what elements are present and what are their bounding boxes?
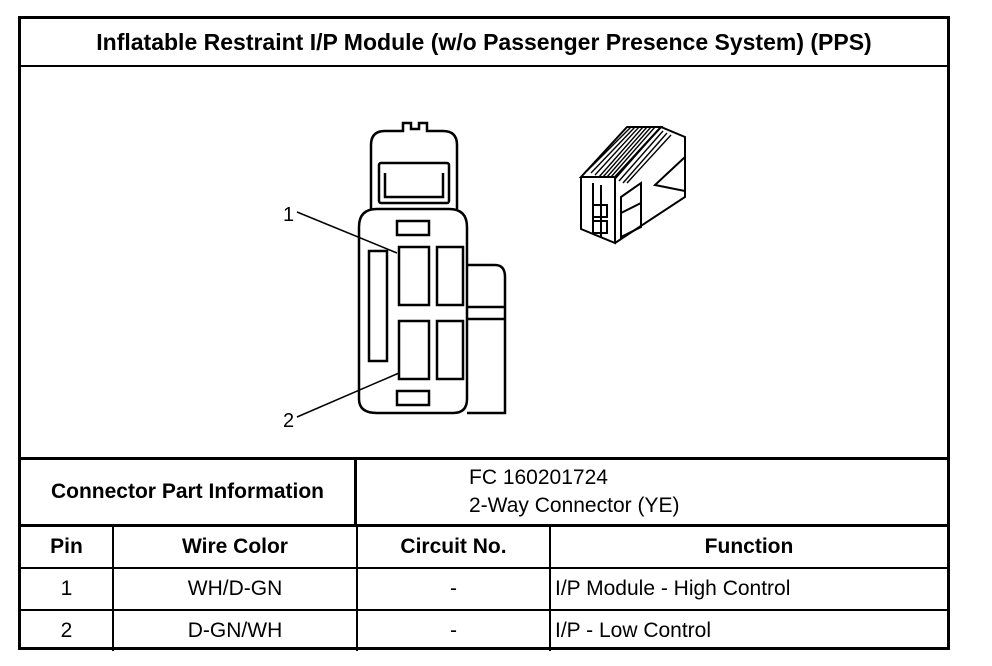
connector-card: Inflatable Restraint I/P Module (w/o Pas… — [18, 16, 950, 651]
pin-table-header: Pin Wire Color Circuit No. Function — [21, 527, 947, 569]
wire-color: WH/D-GN — [112, 567, 358, 611]
table-row: 1 WH/D-GN - I/P Module - High Control — [21, 567, 947, 611]
pin-table: Pin Wire Color Circuit No. Function 1 WH… — [21, 527, 947, 651]
callout-leaders — [296, 211, 400, 418]
pin-number: 2 — [21, 609, 114, 651]
pin-function: I/P Module - High Control — [549, 567, 947, 611]
connector-iso-ribs — [586, 126, 672, 184]
header-pin: Pin — [21, 527, 114, 569]
callout-pin-1: 1 — [283, 204, 294, 226]
connector-diagram: 1 2 — [21, 65, 947, 457]
connector-part-info-label: Connector Part Information — [21, 460, 357, 524]
callout-pin-2: 2 — [283, 410, 294, 432]
connector-face-drawing: 1 2 — [283, 121, 686, 432]
circuit-number: - — [356, 567, 551, 611]
connector-iso-view — [578, 125, 686, 245]
pin-number: 1 — [21, 567, 114, 611]
part-number: FC 160201724 — [469, 466, 608, 489]
connector-part-info: Connector Part Information FC 160201724 … — [21, 457, 947, 527]
wire-color: D-GN/WH — [112, 609, 358, 651]
header-function: Function — [549, 527, 947, 569]
header-circuit: Circuit No. — [356, 527, 551, 569]
pin-function: I/P - Low Control — [549, 609, 947, 651]
circuit-number: - — [356, 609, 551, 651]
header-wire-color: Wire Color — [112, 527, 358, 569]
connector-part-info-values: FC 160201724 2-Way Connector (YE) — [357, 460, 947, 524]
connector-title: Inflatable Restraint I/P Module (w/o Pas… — [21, 19, 947, 67]
connector-description: 2-Way Connector (YE) — [469, 494, 680, 517]
connector-face-view — [357, 121, 507, 415]
table-row: 2 D-GN/WH - I/P - Low Control — [21, 609, 947, 651]
